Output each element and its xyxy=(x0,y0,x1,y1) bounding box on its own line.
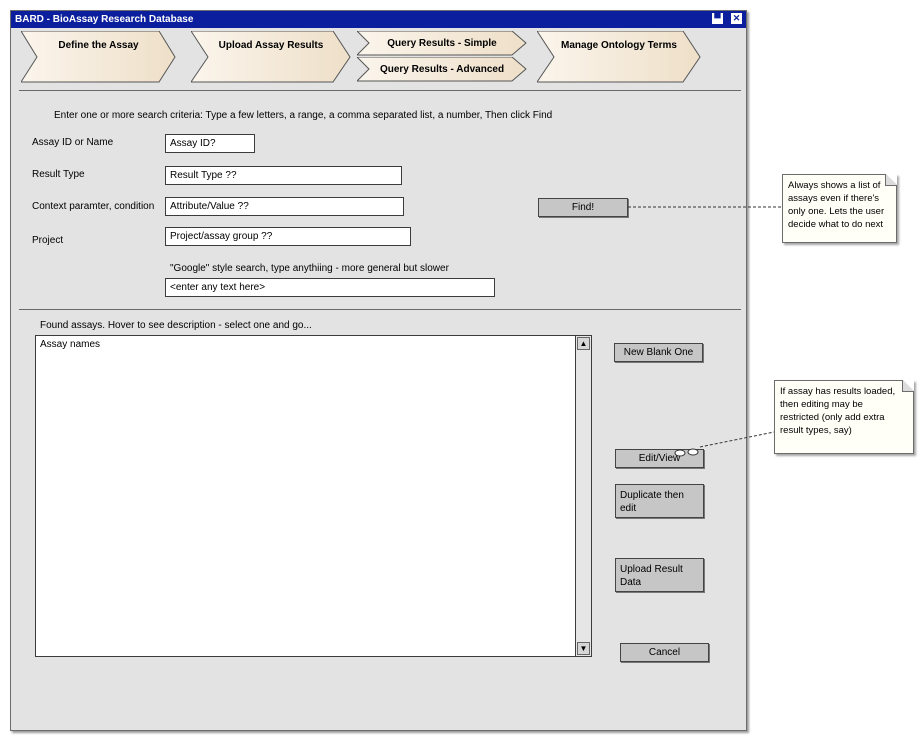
cancel-button[interactable]: Cancel xyxy=(620,643,709,662)
project-label: Project xyxy=(32,235,64,246)
chevron-shape-upload xyxy=(191,31,351,83)
find-note: Always shows a list of assays even if th… xyxy=(782,174,897,243)
divider-top xyxy=(19,90,741,91)
google-search-input[interactable]: <enter any text here> xyxy=(165,278,495,297)
context-label: Context paramter, condition xyxy=(32,201,155,212)
maximize-icon[interactable]: ▀ xyxy=(712,13,723,24)
upload-label-line2: Data xyxy=(620,577,642,588)
context-input[interactable]: Attribute/Value ?? xyxy=(165,197,404,216)
edit-note-line4: result types, say) xyxy=(780,425,852,436)
result-type-label: Result Type xyxy=(32,169,85,180)
upload-label-line1: Upload Result xyxy=(620,564,683,575)
edit-note-line3: restricted (only add extra xyxy=(780,412,885,423)
find-note-line1: Always shows a list of xyxy=(788,180,881,191)
edit-note-line2: then editing may be xyxy=(780,399,863,410)
results-label: Found assays. Hover to see description -… xyxy=(40,320,312,331)
note-fold-icon xyxy=(902,380,914,392)
assay-list-header: Assay names xyxy=(40,339,101,350)
tab-manage-ontology[interactable]: Manage Ontology Terms xyxy=(537,31,701,83)
tab-query-advanced-label: Query Results - Advanced xyxy=(379,64,505,75)
link-icon-left xyxy=(674,449,686,457)
duplicate-edit-button[interactable]: Duplicate then edit xyxy=(615,484,704,518)
tab-query-simple[interactable]: Query Results - Simple xyxy=(357,31,527,56)
close-icon[interactable]: ✕ xyxy=(731,13,742,24)
tab-query-advanced[interactable]: Query Results - Advanced xyxy=(357,57,527,82)
link-icon-right xyxy=(687,448,699,456)
assay-list[interactable]: Assay names ▲ ▼ xyxy=(35,335,592,657)
project-input[interactable]: Project/assay group ?? xyxy=(165,227,411,246)
edit-note-connector xyxy=(699,431,775,448)
note-fold-icon xyxy=(885,174,897,186)
google-search-label: "Google" style search, type anythiing - … xyxy=(170,263,449,274)
chevron-shape-define xyxy=(21,31,176,83)
assay-id-input[interactable]: Assay ID? xyxy=(165,134,255,153)
divider-middle xyxy=(19,309,741,310)
find-note-line2: assays even if there's xyxy=(788,193,880,204)
tab-query-simple-label: Query Results - Simple xyxy=(387,38,497,49)
result-type-input[interactable]: Result Type ?? xyxy=(165,166,402,185)
edit-note-line1: If assay has results loaded, xyxy=(780,386,896,397)
edit-note: If assay has results loaded, then editin… xyxy=(774,380,914,454)
tab-ontology-label: Manage Ontology Terms xyxy=(561,40,677,51)
edit-view-label: Edit/View xyxy=(638,453,681,464)
tab-upload-results[interactable]: Upload Assay Results xyxy=(191,31,351,83)
find-note-line4: decide what to do next xyxy=(788,219,884,230)
upload-result-data-button[interactable]: Upload Result Data xyxy=(615,558,704,592)
tab-upload-label: Upload Assay Results xyxy=(218,40,324,51)
duplicate-label-line1: Duplicate then xyxy=(620,490,684,501)
chevron-shape-ontology xyxy=(537,31,701,83)
tab-define-label: Define the Assay xyxy=(58,40,139,51)
find-note-line3: only one. Lets the user xyxy=(788,206,885,217)
search-instructions: Enter one or more search criteria: Type … xyxy=(54,110,553,121)
duplicate-label-line2: edit xyxy=(620,503,637,514)
chevron-shape-query-advanced xyxy=(357,57,527,82)
tab-define-assay[interactable]: Define the Assay xyxy=(21,31,176,83)
scroll-up-icon[interactable]: ▲ xyxy=(577,337,590,350)
vertical-scrollbar[interactable]: ▲ ▼ xyxy=(575,336,591,656)
assay-id-label: Assay ID or Name xyxy=(32,137,114,148)
title-bar: BARD - BioAssay Research Database ▀ ✕ xyxy=(11,11,746,28)
chevron-shape-query-simple xyxy=(357,31,527,56)
bard-window: BARD - BioAssay Research Database ▀ ✕ De… xyxy=(10,10,747,731)
window-title: BARD - BioAssay Research Database xyxy=(15,14,194,25)
find-button[interactable]: Find! xyxy=(538,198,628,217)
new-blank-button[interactable]: New Blank One xyxy=(614,343,703,362)
scroll-down-icon[interactable]: ▼ xyxy=(577,642,590,655)
